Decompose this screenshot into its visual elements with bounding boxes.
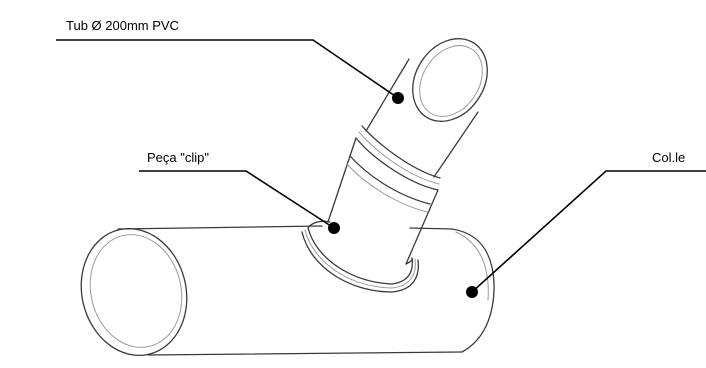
clip-marker-dot [328,222,340,234]
clip-fitting [301,125,441,293]
tube-label: Tub Ø 200mm PVC [66,18,179,33]
collector-marker-dot [466,286,478,298]
tube-marker-dot [392,92,404,104]
leader-tube [56,39,404,104]
leader-clip [139,170,340,234]
clip-label: Peça "clip" [147,150,209,165]
leader-collector [466,170,706,298]
collector-label: Col.le [652,150,685,165]
inclined-tube [365,38,488,178]
collector-pipe [80,225,495,357]
